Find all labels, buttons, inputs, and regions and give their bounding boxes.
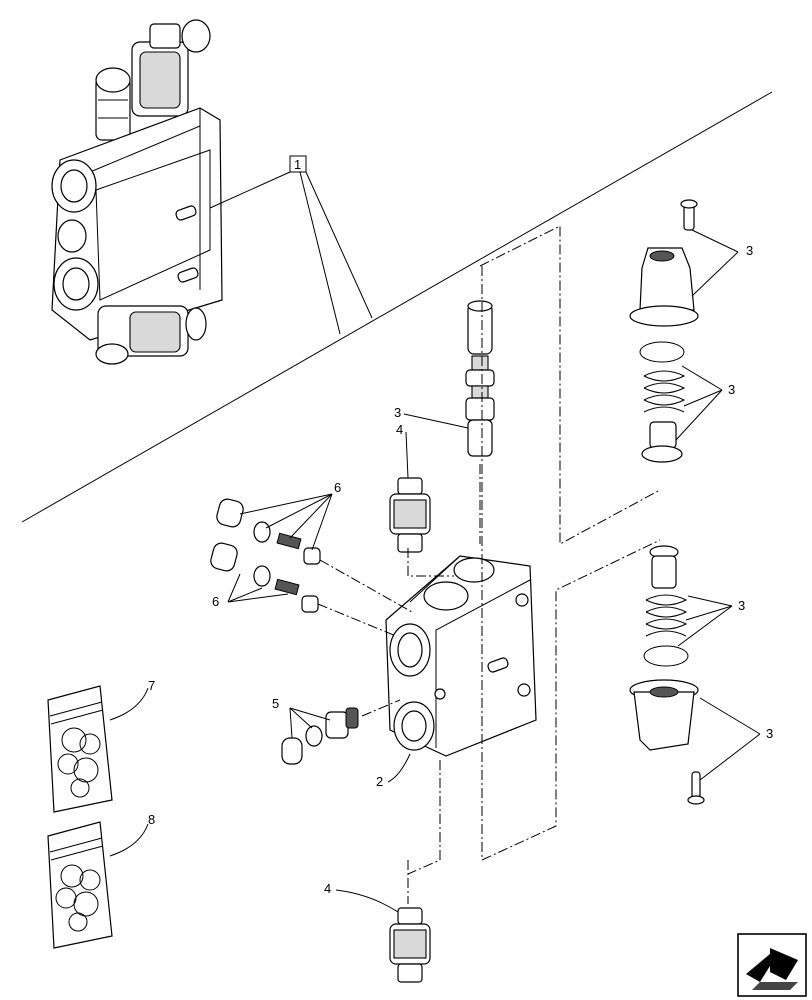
callout-3-spool: 3 <box>394 405 401 420</box>
spring-cap-bottom-drawing <box>629 545 705 805</box>
callout-3-spring-top: 3 <box>728 382 735 397</box>
callout-3-spring-bottom: 3 <box>738 598 745 613</box>
spring-cap-top-drawing <box>629 199 699 463</box>
plug-set-bottom-drawing <box>210 542 319 613</box>
repair-kit-bag-8 <box>47 821 113 949</box>
callout-4-bottom: 4 <box>324 881 331 896</box>
callout-3-seal-top: 3 <box>746 243 753 258</box>
callout-6-top: 6 <box>334 480 341 495</box>
callout-3-seal-bottom: 3 <box>766 726 773 741</box>
callout-1: 1 <box>294 157 301 172</box>
repair-kit-bag-7 <box>47 685 113 813</box>
relief-valve-bottom-drawing <box>389 907 431 983</box>
callout-8: 8 <box>148 812 155 827</box>
callout-4-top: 4 <box>396 422 403 437</box>
spool-drawing <box>465 300 495 457</box>
section-divider-line <box>21 91 773 523</box>
plug-set-top-drawing <box>216 498 321 565</box>
callout-5: 5 <box>272 696 279 711</box>
callout-2: 2 <box>376 774 383 789</box>
valve-assembly-drawing <box>51 19 373 365</box>
callout-box-1 <box>289 155 307 173</box>
check-valve-drawing <box>281 707 359 765</box>
callout-7: 7 <box>148 678 155 693</box>
relief-valve-top-drawing <box>389 477 431 553</box>
assembly-center-lines <box>317 225 661 904</box>
arrow-navigation-icon[interactable] <box>737 933 807 997</box>
valve-section-body-drawing <box>385 555 537 757</box>
callout-6-bottom: 6 <box>212 594 219 609</box>
